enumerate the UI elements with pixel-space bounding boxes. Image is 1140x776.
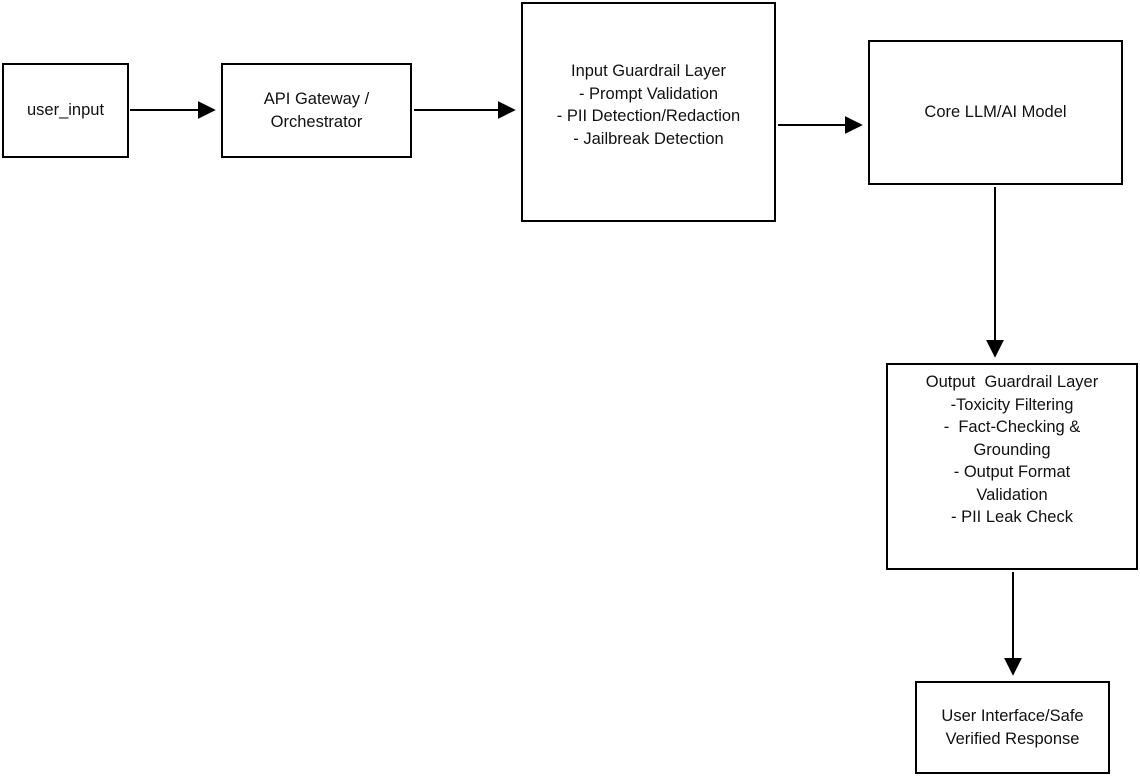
node-api-gateway-label-line2: Orchestrator (270, 112, 363, 131)
node-api-gateway-label-line1: API Gateway / (263, 90, 370, 108)
node-user-interface-label-line2: Verified Response (945, 729, 1080, 748)
node-user-input: user_input (2, 63, 129, 158)
node-core-llm-label: Core LLM/AI Model (924, 103, 1067, 122)
node-core-llm: Core LLM/AI Model (868, 40, 1123, 185)
node-api-gateway: API Gateway / Orchestrator (221, 63, 412, 158)
node-user-interface: User Interface/Safe Verified Response (915, 681, 1110, 774)
node-output-guardrail-item-toxicity-filtering: -Toxicity Filtering (950, 395, 1074, 414)
node-input-guardrail-title: Input Guardrail Layer (570, 62, 726, 80)
node-input-guardrail: Input Guardrail Layer - Prompt Validatio… (521, 2, 776, 222)
node-output-guardrail-item-output-format: - Output Format (953, 463, 1071, 481)
node-output-guardrail-item-grounding: Grounding (973, 440, 1051, 459)
node-input-guardrail-item-jailbreak-detection: - Jailbreak Detection (573, 129, 724, 148)
node-output-guardrail-item-validation: Validation (976, 485, 1048, 504)
node-input-guardrail-item-pii-detection: - PII Detection/Redaction (556, 107, 741, 125)
node-user-interface-label-line1: User Interface/Safe (941, 707, 1084, 725)
node-output-guardrail-title: Output Guardrail Layer (925, 373, 1099, 391)
node-output-guardrail: Output Guardrail Layer -Toxicity Filteri… (886, 363, 1138, 570)
node-user-input-label: user_input (26, 101, 105, 120)
node-output-guardrail-item-fact-checking: - Fact-Checking & (943, 418, 1081, 436)
node-output-guardrail-item-pii-leak-check: - PII Leak Check (951, 508, 1073, 526)
node-input-guardrail-item-prompt-validation: - Prompt Validation (578, 84, 719, 103)
